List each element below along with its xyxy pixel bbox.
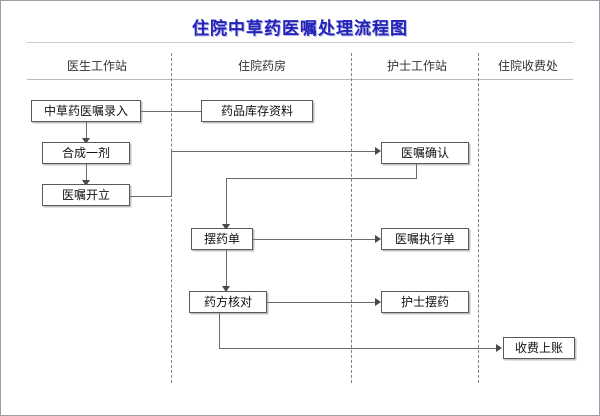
- edge-entry-to-compose-arrow: [82, 138, 90, 144]
- edge-dispense-to-check: [226, 250, 227, 291]
- edge-order-to-confirm-arrow: [375, 147, 381, 155]
- node-order-confirm[interactable]: 医嘱确认: [381, 142, 469, 164]
- node-prescription-check[interactable]: 药方核对: [189, 291, 267, 313]
- edge-dispense-to-execorder-arrow: [375, 235, 381, 243]
- lane-divider-2: [351, 53, 352, 383]
- edge-confirm-to-dispense-arrow: [222, 224, 230, 230]
- edge-confirm-to-dispense-h: [226, 178, 417, 179]
- node-drug-stock-data[interactable]: 药品库存资料: [201, 100, 313, 122]
- title-divider: [27, 42, 573, 43]
- node-dispensing-sheet[interactable]: 摆药单: [191, 228, 253, 250]
- page-title: 住院中草药医嘱处理流程图: [192, 19, 408, 39]
- edge-check-to-nursedispense-arrow: [375, 298, 381, 306]
- edge-check-to-billing-h: [219, 348, 497, 349]
- edge-dispense-to-execorder: [253, 239, 376, 240]
- edge-order-to-confirm-v: [171, 151, 172, 197]
- lane-header-cashier: 住院收费处: [497, 59, 558, 73]
- edge-order-to-confirm-h2: [171, 151, 376, 152]
- edge-entry-to-compose: [86, 122, 87, 143]
- node-charge-posting[interactable]: 收费上账: [503, 337, 575, 359]
- lane-header-divider: [27, 79, 573, 80]
- edge-compose-to-order-arrow: [82, 180, 90, 186]
- node-compose-dose[interactable]: 合成一剂: [42, 142, 130, 164]
- node-order-issue[interactable]: 医嘱开立: [42, 184, 130, 206]
- lane-divider-1: [171, 53, 172, 383]
- edge-confirm-to-dispense-v1: [416, 163, 417, 179]
- lane-header-nurse: 护士工作站: [386, 59, 447, 73]
- edge-check-to-billing-v: [219, 313, 220, 349]
- edge-dispense-to-check-arrow: [222, 286, 230, 292]
- lane-divider-3: [478, 53, 479, 383]
- node-nurse-dispensing[interactable]: 护士摆药: [381, 291, 469, 313]
- edge-order-to-confirm-h1: [130, 196, 172, 197]
- edge-check-to-billing-arrow: [496, 344, 502, 352]
- lane-header-doctor: 医生工作站: [66, 59, 127, 73]
- edge-compose-to-order: [86, 164, 87, 185]
- edge-check-to-nursedispense: [253, 302, 376, 303]
- node-order-execution-sheet[interactable]: 医嘱执行单: [381, 228, 469, 250]
- edge-confirm-to-dispense-v2: [226, 178, 227, 229]
- node-herbal-order-entry[interactable]: 中草药医嘱录入: [31, 100, 141, 122]
- edge-stock-to-entry: [141, 111, 201, 112]
- lane-header-pharmacy: 住院药房: [237, 59, 286, 73]
